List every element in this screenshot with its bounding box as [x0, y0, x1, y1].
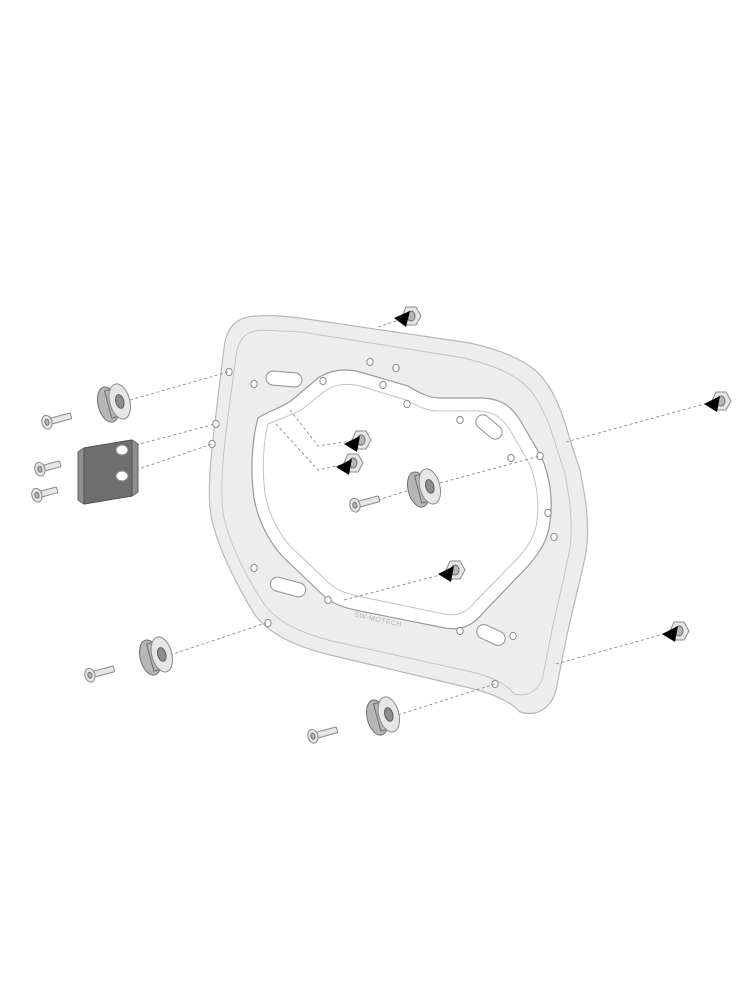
- pointer-arrow-bottom-right: [662, 626, 678, 642]
- spacer-roller-top-left: [96, 383, 132, 423]
- side-carrier-frame: SW-MOTECH: [208, 315, 589, 714]
- hex-bolt-center: [349, 495, 381, 513]
- pointer-arrow-top: [394, 311, 410, 327]
- pointer-arrow-right: [704, 396, 720, 412]
- frame-slot-lower-right: [476, 624, 506, 646]
- hex-bolt-bracket-upper: [34, 460, 62, 477]
- hex-bolt-bracket-lower: [31, 486, 59, 503]
- pointer-arrow-inner-upper: [344, 436, 360, 452]
- pointer-arrow-center-lower: [438, 566, 454, 582]
- spacer-roller-bottom-center: [365, 696, 401, 736]
- spacer-roller-center: [406, 468, 442, 508]
- pointer-arrow-inner-lower: [336, 459, 352, 475]
- spacer-roller-bottom-left: [138, 636, 174, 676]
- hex-bolt-bottom-center: [307, 726, 339, 744]
- frame-mounting-holes: [208, 357, 558, 689]
- frame-slot-lower-left: [269, 576, 307, 598]
- adapter-bracket: [77, 439, 139, 505]
- frame-slot-upper-left: [265, 370, 303, 388]
- frame-slot-upper-right: [475, 414, 503, 440]
- hex-bolt-top-left: [41, 412, 73, 430]
- hex-bolt-bottom-left: [84, 665, 116, 683]
